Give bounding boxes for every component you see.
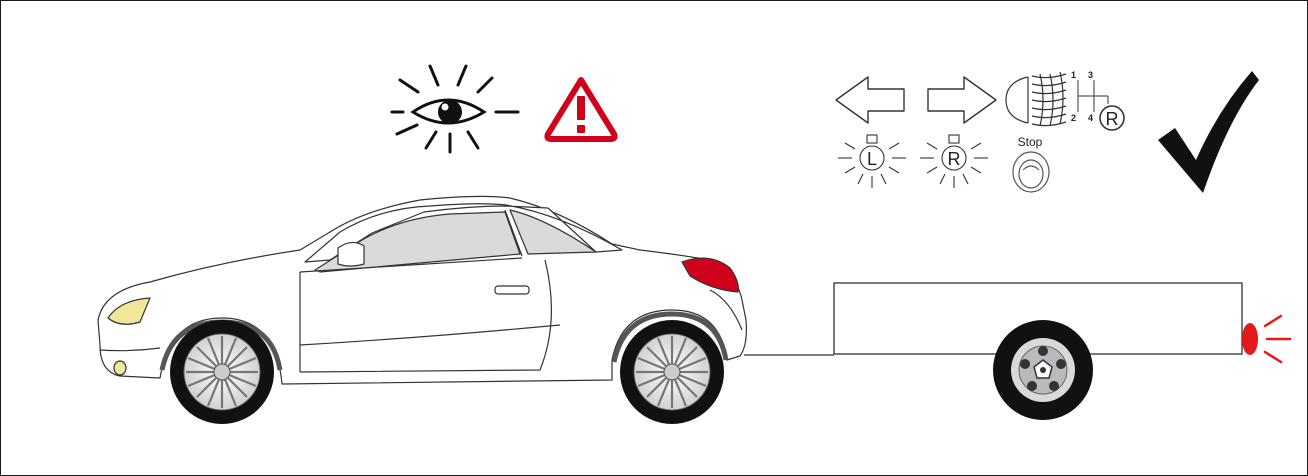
trailer-tail-light	[1242, 323, 1258, 355]
gear-shift-icon: 1 3 2 4 R	[1071, 70, 1124, 130]
reverse-gear-label: R	[1106, 109, 1119, 129]
arrow-right-icon	[928, 77, 996, 123]
stop-light-icon	[1013, 152, 1049, 192]
gear-3-label: 3	[1088, 70, 1093, 80]
gear-1-label: 1	[1071, 70, 1076, 80]
car-door-handle	[495, 286, 529, 294]
arrow-left-icon	[836, 77, 904, 123]
car-fog-light	[114, 361, 126, 375]
gear-2-label: 2	[1071, 113, 1076, 123]
gear-4-label: 4	[1088, 113, 1093, 123]
eye-icon	[392, 66, 518, 152]
fog-light-icon	[1006, 72, 1066, 126]
stop-label: Stop	[1018, 135, 1043, 149]
tail-light-rays	[1265, 316, 1290, 362]
trailer	[834, 283, 1290, 420]
checkmark-icon	[1158, 71, 1259, 193]
left-indicator-label: L	[867, 149, 877, 169]
warning-triangle-icon	[547, 80, 614, 139]
car-rear-wheel	[620, 320, 724, 424]
car-mirror	[338, 242, 364, 266]
right-indicator-label: R	[948, 149, 961, 169]
trailer-wheel	[993, 320, 1093, 420]
car-front-wheel	[170, 320, 274, 424]
